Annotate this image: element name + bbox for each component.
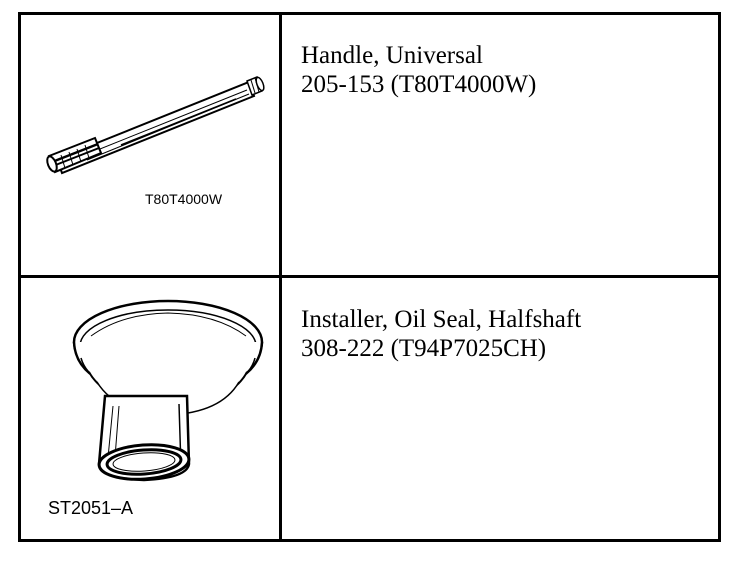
figure-code-label: ST2051–A — [48, 498, 134, 518]
figure-code-label: T80T4000W — [145, 191, 223, 207]
tool-number: 205-153 (T80T4000W) — [301, 71, 537, 98]
oil-seal-installer-illustration-icon — [72, 299, 264, 482]
tool-row-installer: ST2051–A Installer, Oil Seal, Halfshaft … — [21, 278, 718, 540]
tool-description-cell: Installer, Oil Seal, Halfshaft 308-222 (… — [282, 278, 718, 540]
tool-name: Installer, Oil Seal, Halfshaft — [301, 306, 582, 333]
tool-row-handle: T80T4000W Handle, Universal 205-153 (T80… — [21, 15, 718, 278]
universal-handle-illustration-icon — [46, 76, 265, 175]
special-tools-table: T80T4000W Handle, Universal 205-153 (T80… — [18, 12, 721, 542]
tool-name: Handle, Universal — [301, 42, 483, 69]
tool-figure-cell: ST2051–A — [21, 278, 282, 540]
tool-number: 308-222 (T94P7025CH) — [301, 335, 547, 362]
tool-description-cell: Handle, Universal 205-153 (T80T4000W) — [282, 15, 718, 275]
tool-figure-cell: T80T4000W — [21, 15, 282, 275]
